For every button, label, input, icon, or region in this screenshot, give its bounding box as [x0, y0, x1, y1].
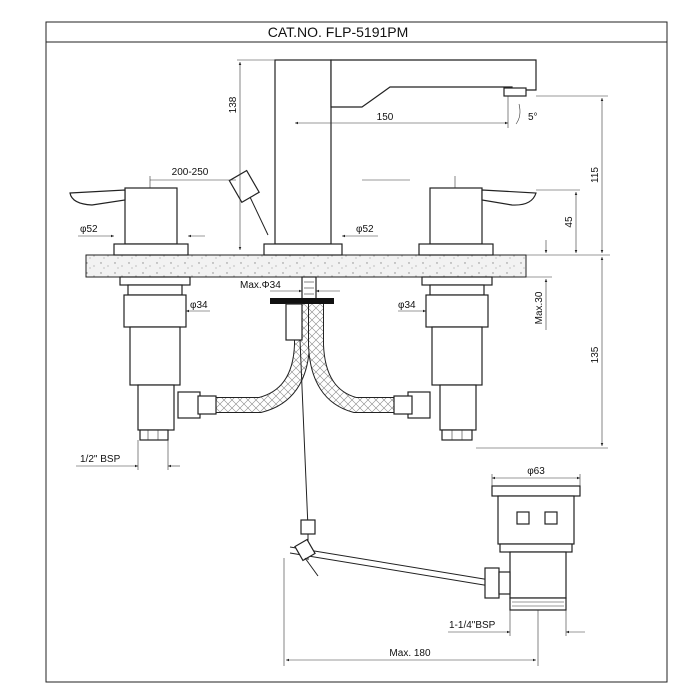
dim-below-deck: 135 — [590, 346, 601, 363]
dim-spout-height: 138 — [228, 96, 239, 113]
dim-spout-base: φ52 — [356, 224, 374, 235]
right-handle — [418, 187, 537, 256]
dim-handle-height: 45 — [564, 216, 575, 228]
left-handle — [69, 187, 189, 256]
dim-valve-left: φ34 — [190, 300, 208, 311]
dim-handle-spread: 200-250 — [172, 167, 209, 178]
dim-spray-angle: 5° — [528, 112, 538, 123]
popup-lever — [228, 169, 269, 236]
dim-spout-reach: 150 — [377, 112, 394, 123]
countertop — [85, 254, 527, 278]
dim-valve-right: φ34 — [398, 300, 416, 311]
braided-hoses — [177, 300, 431, 419]
spout — [263, 59, 537, 256]
dim-height-above-deck: 115 — [590, 167, 601, 183]
dim-inlet-thread: 1/2" BSP — [80, 454, 121, 465]
dim-handle-base: φ52 — [80, 224, 98, 235]
right-valve — [421, 276, 493, 441]
popup-rod — [289, 339, 491, 587]
dim-waste-diameter: φ63 — [527, 466, 545, 477]
spout-shank — [270, 276, 334, 341]
dim-deck-max: Max.Φ34 — [240, 280, 281, 291]
dim-rod-reach: Max. 180 — [389, 648, 431, 659]
sheet-frame — [45, 21, 668, 683]
dim-waste-thread: 1-1/4"BSP — [449, 620, 496, 631]
popup-waste — [484, 485, 581, 611]
catalog-title: CAT.NO. FLP-5191PM — [268, 24, 409, 40]
dim-deck-thickness: Max.30 — [534, 291, 545, 324]
